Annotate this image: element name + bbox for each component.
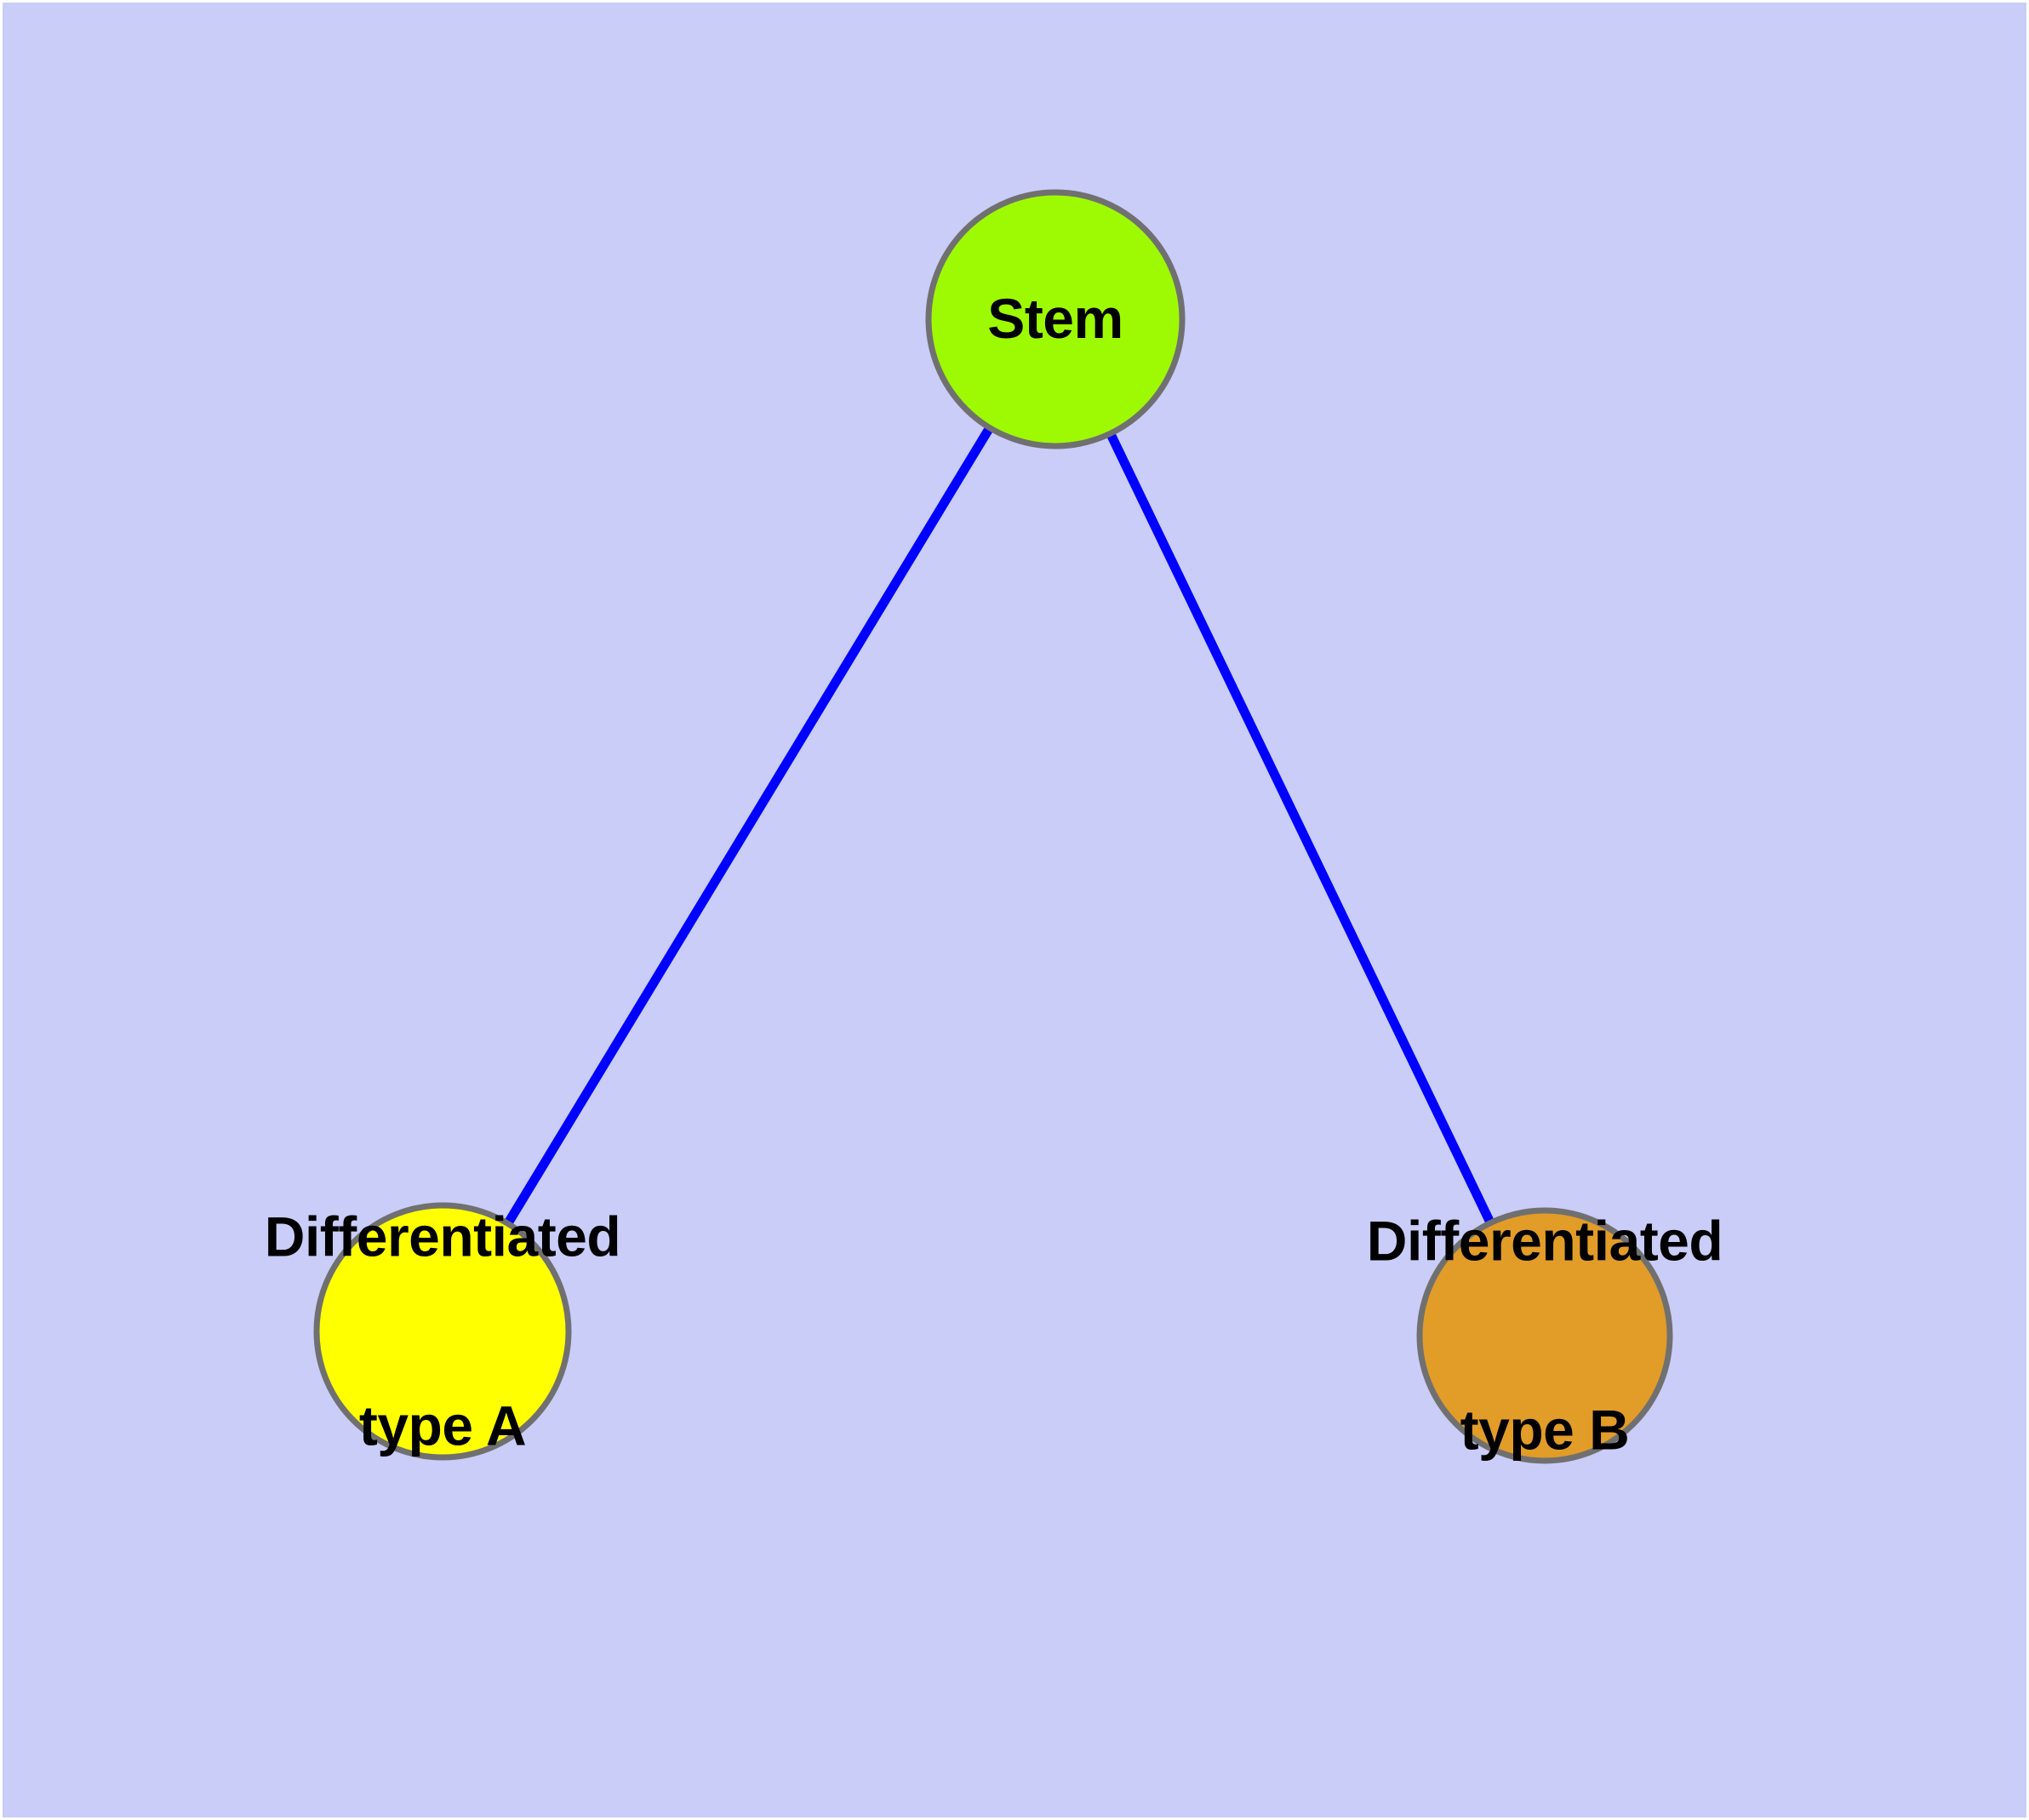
- node-circle-differentiated-type-b[interactable]: [1416, 1207, 1673, 1464]
- edge-stem-to-differentiated-type-a: [438, 317, 1060, 1334]
- node-layer: [313, 189, 1673, 1464]
- node-circle-differentiated-type-a[interactable]: [313, 1202, 572, 1461]
- edge-stem-to-differentiated-type-b: [1051, 317, 1549, 1338]
- node-circle-stem[interactable]: [925, 189, 1186, 449]
- edge-layer: [438, 317, 1549, 1338]
